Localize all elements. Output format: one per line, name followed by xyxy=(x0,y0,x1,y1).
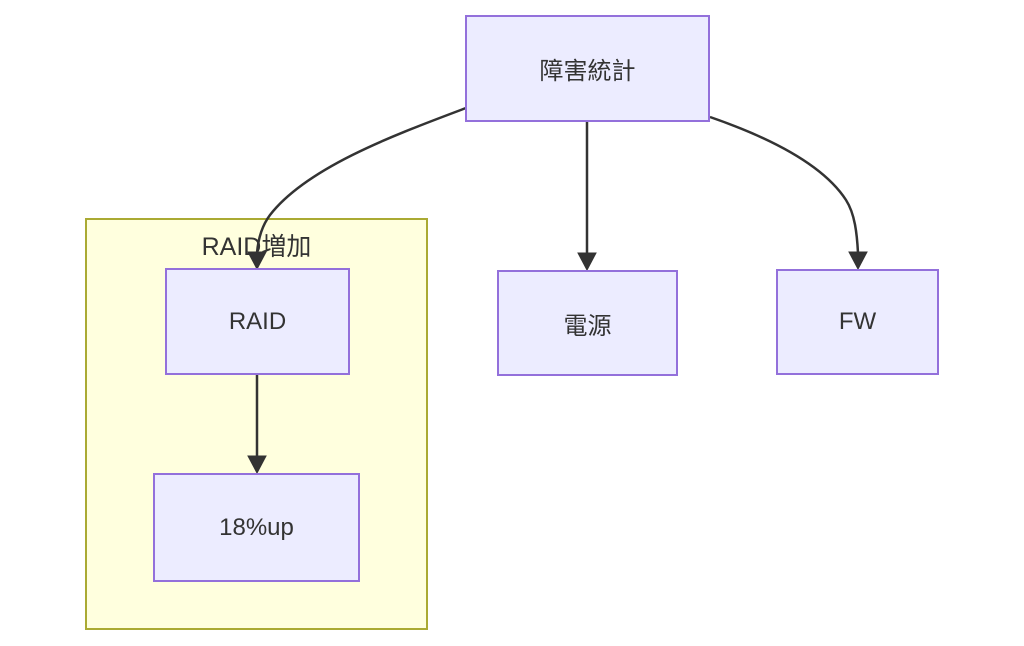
arrowhead-up xyxy=(247,455,267,475)
node-power: 電源 xyxy=(497,270,678,376)
node-18up: 18%up xyxy=(153,473,360,582)
node-18up-label: 18%up xyxy=(219,513,294,541)
node-fw: FW xyxy=(776,269,939,375)
arrowhead-fw xyxy=(848,251,868,271)
node-stats: 障害統計 xyxy=(465,15,710,122)
node-stats-label: 障害統計 xyxy=(539,58,636,85)
node-power-label: 電源 xyxy=(563,312,612,340)
edge-stats-to-raid xyxy=(255,106,467,254)
arrowhead-raid xyxy=(247,251,267,271)
node-fw-label: FW xyxy=(838,308,877,335)
node-raid-label: RAID xyxy=(228,307,287,335)
node-raid: RAID xyxy=(165,268,350,375)
arrowhead-power xyxy=(577,252,597,272)
edge-stats-to-fw xyxy=(709,115,860,254)
